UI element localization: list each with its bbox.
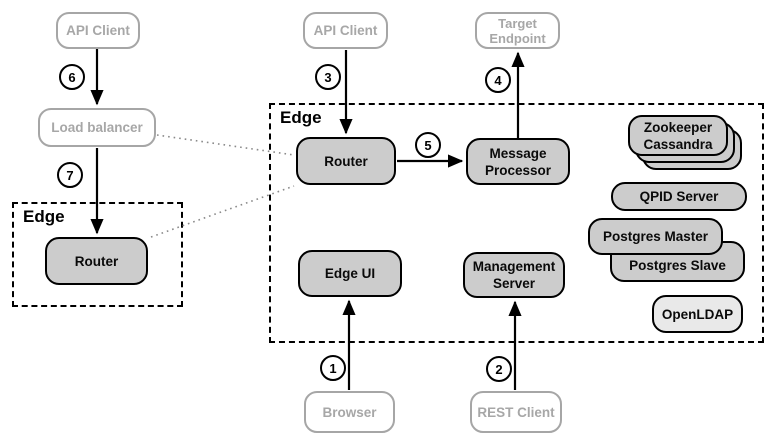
step-badge-5: 5 — [415, 132, 441, 158]
node-rest-client-label: REST Client — [477, 404, 555, 420]
group-edge-main: Edge — [269, 103, 764, 343]
node-load-balancer-label: Load balancer — [51, 120, 143, 135]
node-api-client-top-label: API Client — [313, 23, 378, 38]
node-management-server-line2: Server — [492, 276, 536, 291]
node-router-left-label: Router — [74, 253, 119, 269]
node-rest-client: REST Client — [470, 391, 562, 433]
node-api-client-left-label: API Client — [66, 23, 130, 38]
node-load-balancer: Load balancer — [38, 108, 156, 147]
step-3-number: 3 — [324, 69, 332, 85]
step-5-number: 5 — [424, 137, 432, 153]
step-badge-1: 1 — [320, 355, 346, 381]
node-postgres-master: Postgres Master — [588, 218, 723, 255]
node-postgres-master-label: Postgres Master — [602, 229, 709, 244]
node-target-endpoint: Target Endpoint — [475, 12, 560, 49]
node-postgres-slave-label: Postgres Slave — [629, 258, 726, 273]
dotted-load-balancer-to-router-main — [156, 134, 295, 156]
step-badge-6: 6 — [59, 64, 85, 90]
step-badge-2: 2 — [486, 356, 512, 382]
node-edge-ui-label: Edge UI — [324, 266, 376, 281]
step-1-number: 1 — [329, 360, 337, 376]
node-router-left: Router — [45, 237, 148, 285]
node-target-endpoint-line2: Endpoint — [489, 30, 546, 46]
step-2-number: 2 — [495, 361, 503, 377]
node-openldap: OpenLDAP — [652, 295, 743, 333]
group-edge-left-label: Edge — [23, 207, 65, 226]
dotted-router-left-to-router-main — [150, 185, 295, 238]
step-badge-7: 7 — [57, 162, 83, 188]
node-router-main-label: Router — [324, 153, 368, 169]
node-browser-label: Browser — [322, 404, 377, 420]
node-router-main: Router — [296, 137, 396, 185]
node-api-client-top: API Client — [303, 12, 388, 49]
node-zookeeper-cassandra: Zookeeper Cassandra — [628, 115, 728, 156]
step-7-number: 7 — [66, 167, 74, 183]
step-6-number: 6 — [68, 69, 76, 85]
node-zookeeper-label: Zookeeper — [643, 119, 713, 135]
node-api-client-left: API Client — [56, 12, 140, 49]
node-management-server-line1: Management — [472, 259, 556, 274]
node-openldap-label: OpenLDAP — [661, 306, 734, 322]
node-management-server: Management Server — [463, 252, 565, 298]
step-badge-4: 4 — [485, 67, 511, 93]
node-browser: Browser — [304, 391, 395, 433]
node-qpid-server: QPID Server — [611, 182, 747, 211]
node-message-processor-line1: Message — [489, 145, 547, 161]
node-target-endpoint-line1: Target — [498, 15, 537, 31]
node-edge-ui: Edge UI — [298, 250, 402, 297]
step-4-number: 4 — [494, 72, 502, 88]
step-badge-3: 3 — [315, 64, 341, 90]
node-message-processor-line2: Processor — [484, 162, 552, 178]
node-message-processor: Message Processor — [466, 138, 570, 185]
node-qpid-server-label: QPID Server — [639, 189, 719, 204]
node-cassandra-label: Cassandra — [643, 136, 713, 152]
group-edge-main-label: Edge — [280, 108, 322, 127]
